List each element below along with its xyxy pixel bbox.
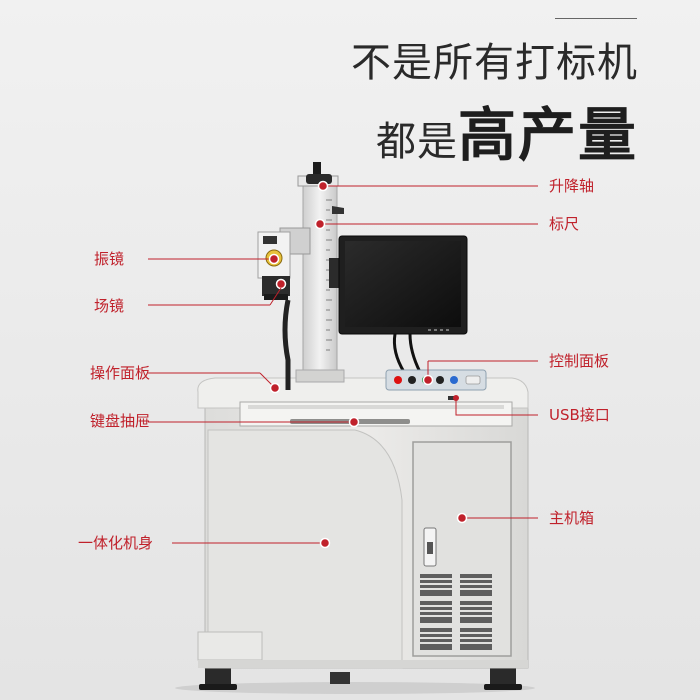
headline-line-2-emphasis: 高产量 [457, 101, 638, 169]
label-usb-port: USB接口 [549, 406, 610, 424]
control-panel-box [385, 369, 487, 400]
ruler-ticks [326, 199, 332, 351]
callout-dots [268, 180, 468, 549]
callout-dot-ruler [314, 218, 326, 230]
label-lift-axis: 升降轴 [549, 177, 595, 195]
top-decorative-rule [555, 18, 637, 19]
label-keyboard-drawer: 键盘抽屉 [90, 412, 151, 430]
cabinet-door [412, 441, 512, 657]
galvo-head [257, 227, 311, 300]
label-control-panel: 控制面板 [549, 352, 610, 370]
fiber-cable [282, 299, 291, 390]
headline-line-2-prefix: 都是 [375, 119, 458, 165]
callout-dot-main-cabinet [456, 512, 468, 524]
callout-line-field-lens-tail [269, 287, 282, 306]
label-galvo: 振镜 [94, 250, 125, 268]
label-main-cabinet: 主机箱 [549, 509, 595, 527]
callout-dot-control-panel [422, 374, 434, 386]
label-field-lens: 场镜 [94, 297, 125, 315]
headline-line-1: 不是所有打标机 [351, 40, 638, 86]
monitor [329, 235, 468, 373]
callout-dot-operation-panel [269, 382, 281, 394]
label-operation-panel: 操作面板 [90, 364, 151, 382]
floor-shadow [175, 682, 535, 694]
callout-dot-galvo [268, 253, 280, 265]
callout-dot-lift-axis [317, 180, 329, 192]
callout-dot-usb-port [453, 395, 459, 401]
machine-feet [199, 668, 522, 690]
label-ruler: 标尺 [549, 215, 580, 233]
callout-dot-integrated-body [319, 537, 331, 549]
callout-dot-keyboard-drawer [348, 416, 360, 428]
label-integrated-body: 一体化机身 [78, 534, 154, 552]
headline-line-2: 都是高产量 [376, 88, 638, 172]
callout-dot-field-lens [275, 278, 287, 290]
